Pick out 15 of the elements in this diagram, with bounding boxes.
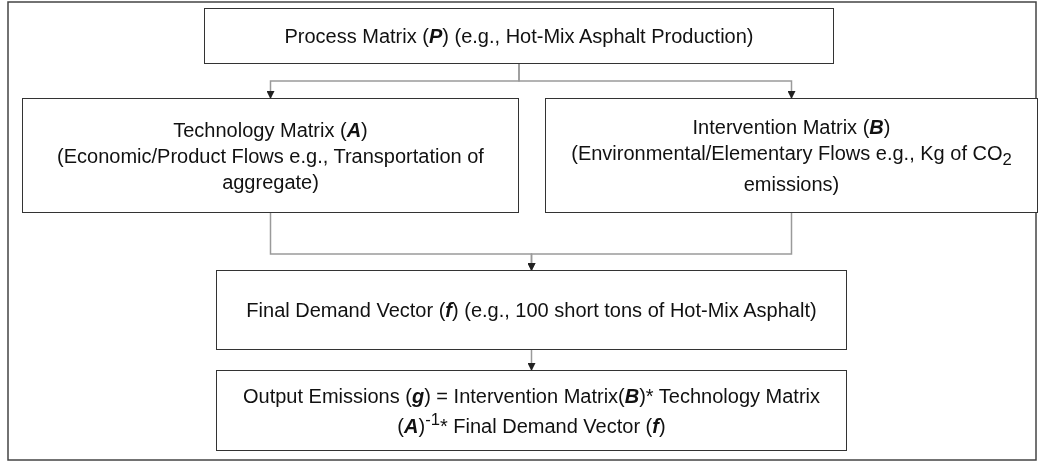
process-box <box>204 8 834 64</box>
connector-arrow <box>518 63 796 99</box>
node-description: (Economic/Product Flows e.g., Transportation of aggregate) <box>56 143 485 195</box>
process-box <box>216 270 847 350</box>
node-description: (Environmental/Elementary Flows e.g., Kg of CO$_{2}$ emissions) <box>570 141 1013 197</box>
process-box <box>545 98 1038 213</box>
process-box <box>216 370 847 451</box>
node-title: Output Emissions (g) = Intervention Matrix(B)* Technology Matrix (A)$^{-1}$* Final Demand Vector (f) <box>241 383 822 439</box>
node-title: Final Demand Vector (f) (e.g., 100 short tons of Hot-Mix Asphalt) <box>246 298 817 323</box>
node-title: Process Matrix (P) (e.g., Hot-Mix Asphalt Production) <box>284 24 754 49</box>
node-title: Intervention Matrix (B) <box>692 115 891 141</box>
process-box <box>22 98 519 213</box>
connector-arrow <box>527 212 793 271</box>
node-title: Technology Matrix (A) <box>173 117 368 143</box>
connector-arrow <box>527 349 536 371</box>
